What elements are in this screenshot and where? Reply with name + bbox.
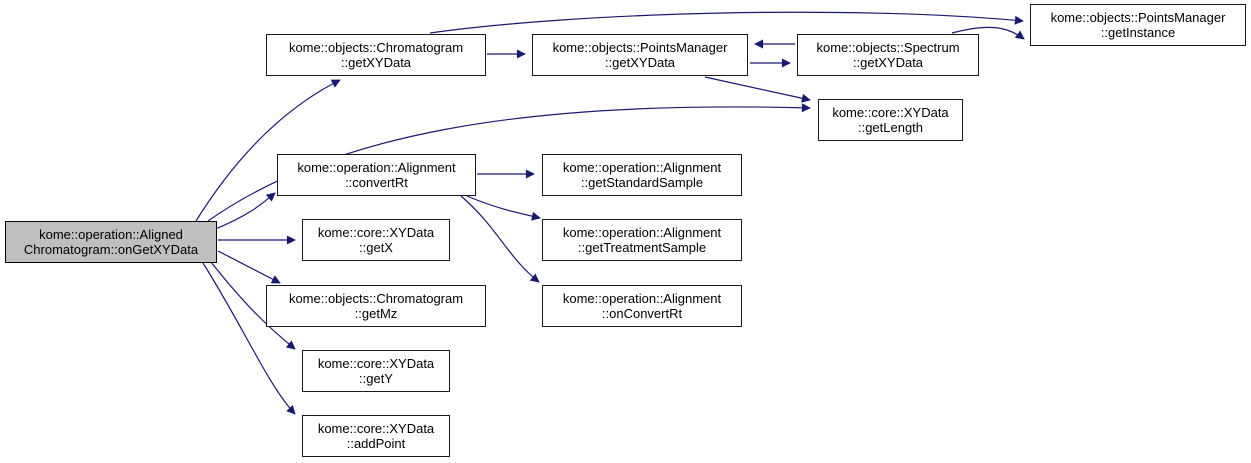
node-alignment-convertrt[interactable]: kome::operation::Alignment ::convertRt — [277, 154, 476, 196]
node-label-line1: kome::operation::Alignment — [297, 159, 456, 175]
node-xydata-gety[interactable]: kome::core::XYData ::getY — [302, 350, 450, 392]
edge-ongetxydata-to-getmz — [217, 250, 281, 284]
node-label-line2: ::onConvertRt — [601, 306, 683, 321]
node-chromatogram-getmz[interactable]: kome::objects::Chromatogram ::getMz — [266, 285, 486, 327]
node-label-line1: kome::core::XYData — [317, 355, 435, 371]
node-xydata-getlength[interactable]: kome::core::XYData ::getLength — [818, 99, 963, 141]
node-spectrum-getxydata[interactable]: kome::objects::Spectrum ::getXYData — [797, 34, 979, 76]
edge-convertrt-to-gettreatmentsample — [466, 195, 541, 221]
node-alignment-getstandardsample[interactable]: kome::operation::Alignment ::getStandard… — [542, 154, 742, 196]
edge-pointsmanager-getxydata-to-getlength — [704, 76, 811, 103]
edge-chromatogram-getxydata-to-getinstance — [429, 11, 1024, 34]
edge-ongetxydata-to-convertrt — [212, 192, 276, 231]
node-chromatogram-getxydata[interactable]: kome::objects::Chromatogram ::getXYData — [266, 34, 486, 76]
node-label-line1: kome::operation::Alignment — [562, 224, 722, 240]
node-label-line1: kome::core::XYData — [317, 224, 435, 240]
node-label-line2: ::getTreatmentSample — [577, 240, 707, 255]
node-label-line1: kome::operation::Aligned — [39, 226, 183, 242]
node-xydata-addpoint[interactable]: kome::core::XYData ::addPoint — [302, 415, 450, 457]
node-alignment-onconvertrt[interactable]: kome::operation::Alignment ::onConvertRt — [542, 285, 742, 327]
node-aligned-chromatogram-ongetxydata: kome::operation::Aligned Chromatogram::o… — [5, 221, 217, 263]
node-label-line1: kome::operation::Alignment — [562, 290, 722, 306]
node-label-line1: kome::operation::Alignment — [562, 159, 722, 175]
node-label-line2: ::getInstance — [1100, 25, 1176, 40]
node-label-line2: ::getXYData — [340, 55, 412, 70]
node-label-line1: kome::objects::Spectrum — [816, 39, 960, 55]
node-label-line1: kome::objects::Chromatogram — [288, 39, 464, 55]
node-label-line2: ::getStandardSample — [580, 175, 704, 190]
node-label-line2: Chromatogram::onGetXYData — [23, 242, 199, 257]
node-label-line2: ::getMz — [354, 306, 398, 321]
node-label-line2: ::convertRt — [345, 175, 408, 190]
node-label-line2: ::getY — [359, 371, 393, 386]
node-label-line2: ::getLength — [857, 120, 924, 135]
node-label-line1: kome::objects::PointsManager — [552, 39, 728, 55]
node-xydata-getx[interactable]: kome::core::XYData ::getX — [302, 219, 450, 261]
edge-ongetxydata-to-chromatogram-getxydata — [195, 79, 341, 222]
node-label-line2: ::addPoint — [346, 436, 406, 451]
node-pointsmanager-getxydata[interactable]: kome::objects::PointsManager ::getXYData — [532, 34, 748, 76]
node-pointsmanager-getinstance[interactable]: kome::objects::PointsManager ::getInstan… — [1030, 4, 1246, 46]
node-label-line2: ::getX — [359, 240, 393, 255]
edge-convertrt-to-onconvertrt — [460, 195, 540, 283]
node-label-line2: ::getXYData — [852, 55, 924, 70]
node-label-line1: kome::core::XYData — [317, 420, 435, 436]
node-label-line2: ::getXYData — [604, 55, 676, 70]
node-label-line1: kome::objects::Chromatogram — [288, 290, 464, 306]
node-label-line1: kome::objects::PointsManager — [1050, 9, 1226, 25]
node-label-line1: kome::core::XYData — [832, 104, 949, 120]
node-alignment-gettreatmentsample[interactable]: kome::operation::Alignment ::getTreatmen… — [542, 219, 742, 261]
